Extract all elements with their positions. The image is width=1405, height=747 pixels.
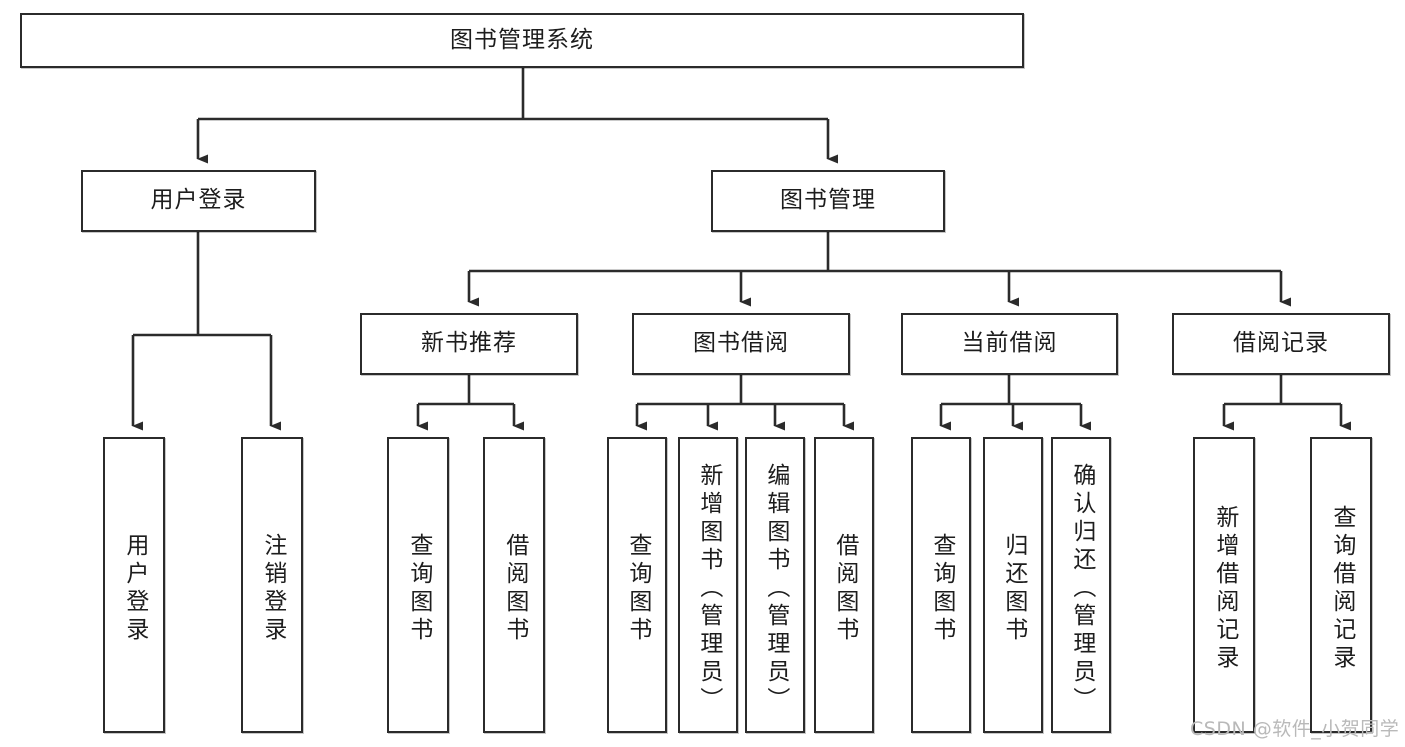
node-leaf-query-book-rec-label: 查询图书 [405, 533, 432, 645]
node-leaf-return-book-label: 归还图书 [1000, 533, 1027, 645]
node-borrow-record[interactable]: 借阅记录 [1172, 313, 1390, 375]
node-leaf-add-record-label: 新增借阅记录 [1211, 505, 1238, 673]
node-leaf-query-record-label: 查询借阅记录 [1328, 505, 1355, 673]
node-user-login-label: 用户登录 [150, 187, 247, 214]
node-leaf-query-book-bb[interactable]: 查询图书 [607, 437, 667, 733]
node-leaf-confirm-return-label: 确认归还（管理员） [1068, 463, 1095, 715]
csdn-watermark: CSDN @软件_小贺同学 [1190, 718, 1400, 740]
node-book-manage[interactable]: 图书管理 [711, 170, 945, 232]
node-book-borrow[interactable]: 图书借阅 [632, 313, 850, 375]
node-book-manage-label: 图书管理 [780, 187, 876, 214]
node-leaf-borrow-book-bb-label: 借阅图书 [831, 533, 858, 645]
node-leaf-user-login[interactable]: 用户登录 [103, 437, 165, 733]
node-user-login[interactable]: 用户登录 [81, 170, 316, 232]
node-leaf-edit-book[interactable]: 编辑图书（管理员） [745, 437, 805, 733]
node-leaf-query-book-cb[interactable]: 查询图书 [911, 437, 971, 733]
node-borrow-record-label: 借阅记录 [1233, 330, 1329, 357]
node-leaf-user-login-label: 用户登录 [121, 533, 148, 645]
node-leaf-add-record[interactable]: 新增借阅记录 [1193, 437, 1255, 733]
node-leaf-edit-book-label: 编辑图书（管理员） [762, 463, 789, 715]
node-leaf-borrow-book-rec-label: 借阅图书 [501, 533, 528, 645]
node-leaf-borrow-book-rec[interactable]: 借阅图书 [483, 437, 545, 733]
node-leaf-query-book-cb-label: 查询图书 [928, 533, 955, 645]
node-root-label: 图书管理系统 [450, 26, 594, 53]
node-root[interactable]: 图书管理系统 [20, 13, 1024, 68]
node-current-borrow[interactable]: 当前借阅 [901, 313, 1118, 375]
node-current-borrow-label: 当前借阅 [961, 330, 1058, 357]
node-leaf-query-book-bb-label: 查询图书 [624, 533, 651, 645]
node-leaf-add-book[interactable]: 新增图书（管理员） [678, 437, 738, 733]
node-leaf-return-book[interactable]: 归还图书 [983, 437, 1043, 733]
node-book-borrow-label: 图书借阅 [693, 330, 789, 357]
node-leaf-borrow-book-bb[interactable]: 借阅图书 [814, 437, 874, 733]
node-new-book-rec[interactable]: 新书推荐 [360, 313, 578, 375]
node-leaf-user-logout-label: 注销登录 [259, 533, 286, 645]
node-leaf-query-record[interactable]: 查询借阅记录 [1310, 437, 1372, 733]
node-leaf-add-book-label: 新增图书（管理员） [695, 463, 722, 715]
node-leaf-query-book-rec[interactable]: 查询图书 [387, 437, 449, 733]
node-leaf-confirm-return[interactable]: 确认归还（管理员） [1051, 437, 1111, 733]
node-leaf-user-logout[interactable]: 注销登录 [241, 437, 303, 733]
node-new-book-rec-label: 新书推荐 [421, 330, 517, 357]
